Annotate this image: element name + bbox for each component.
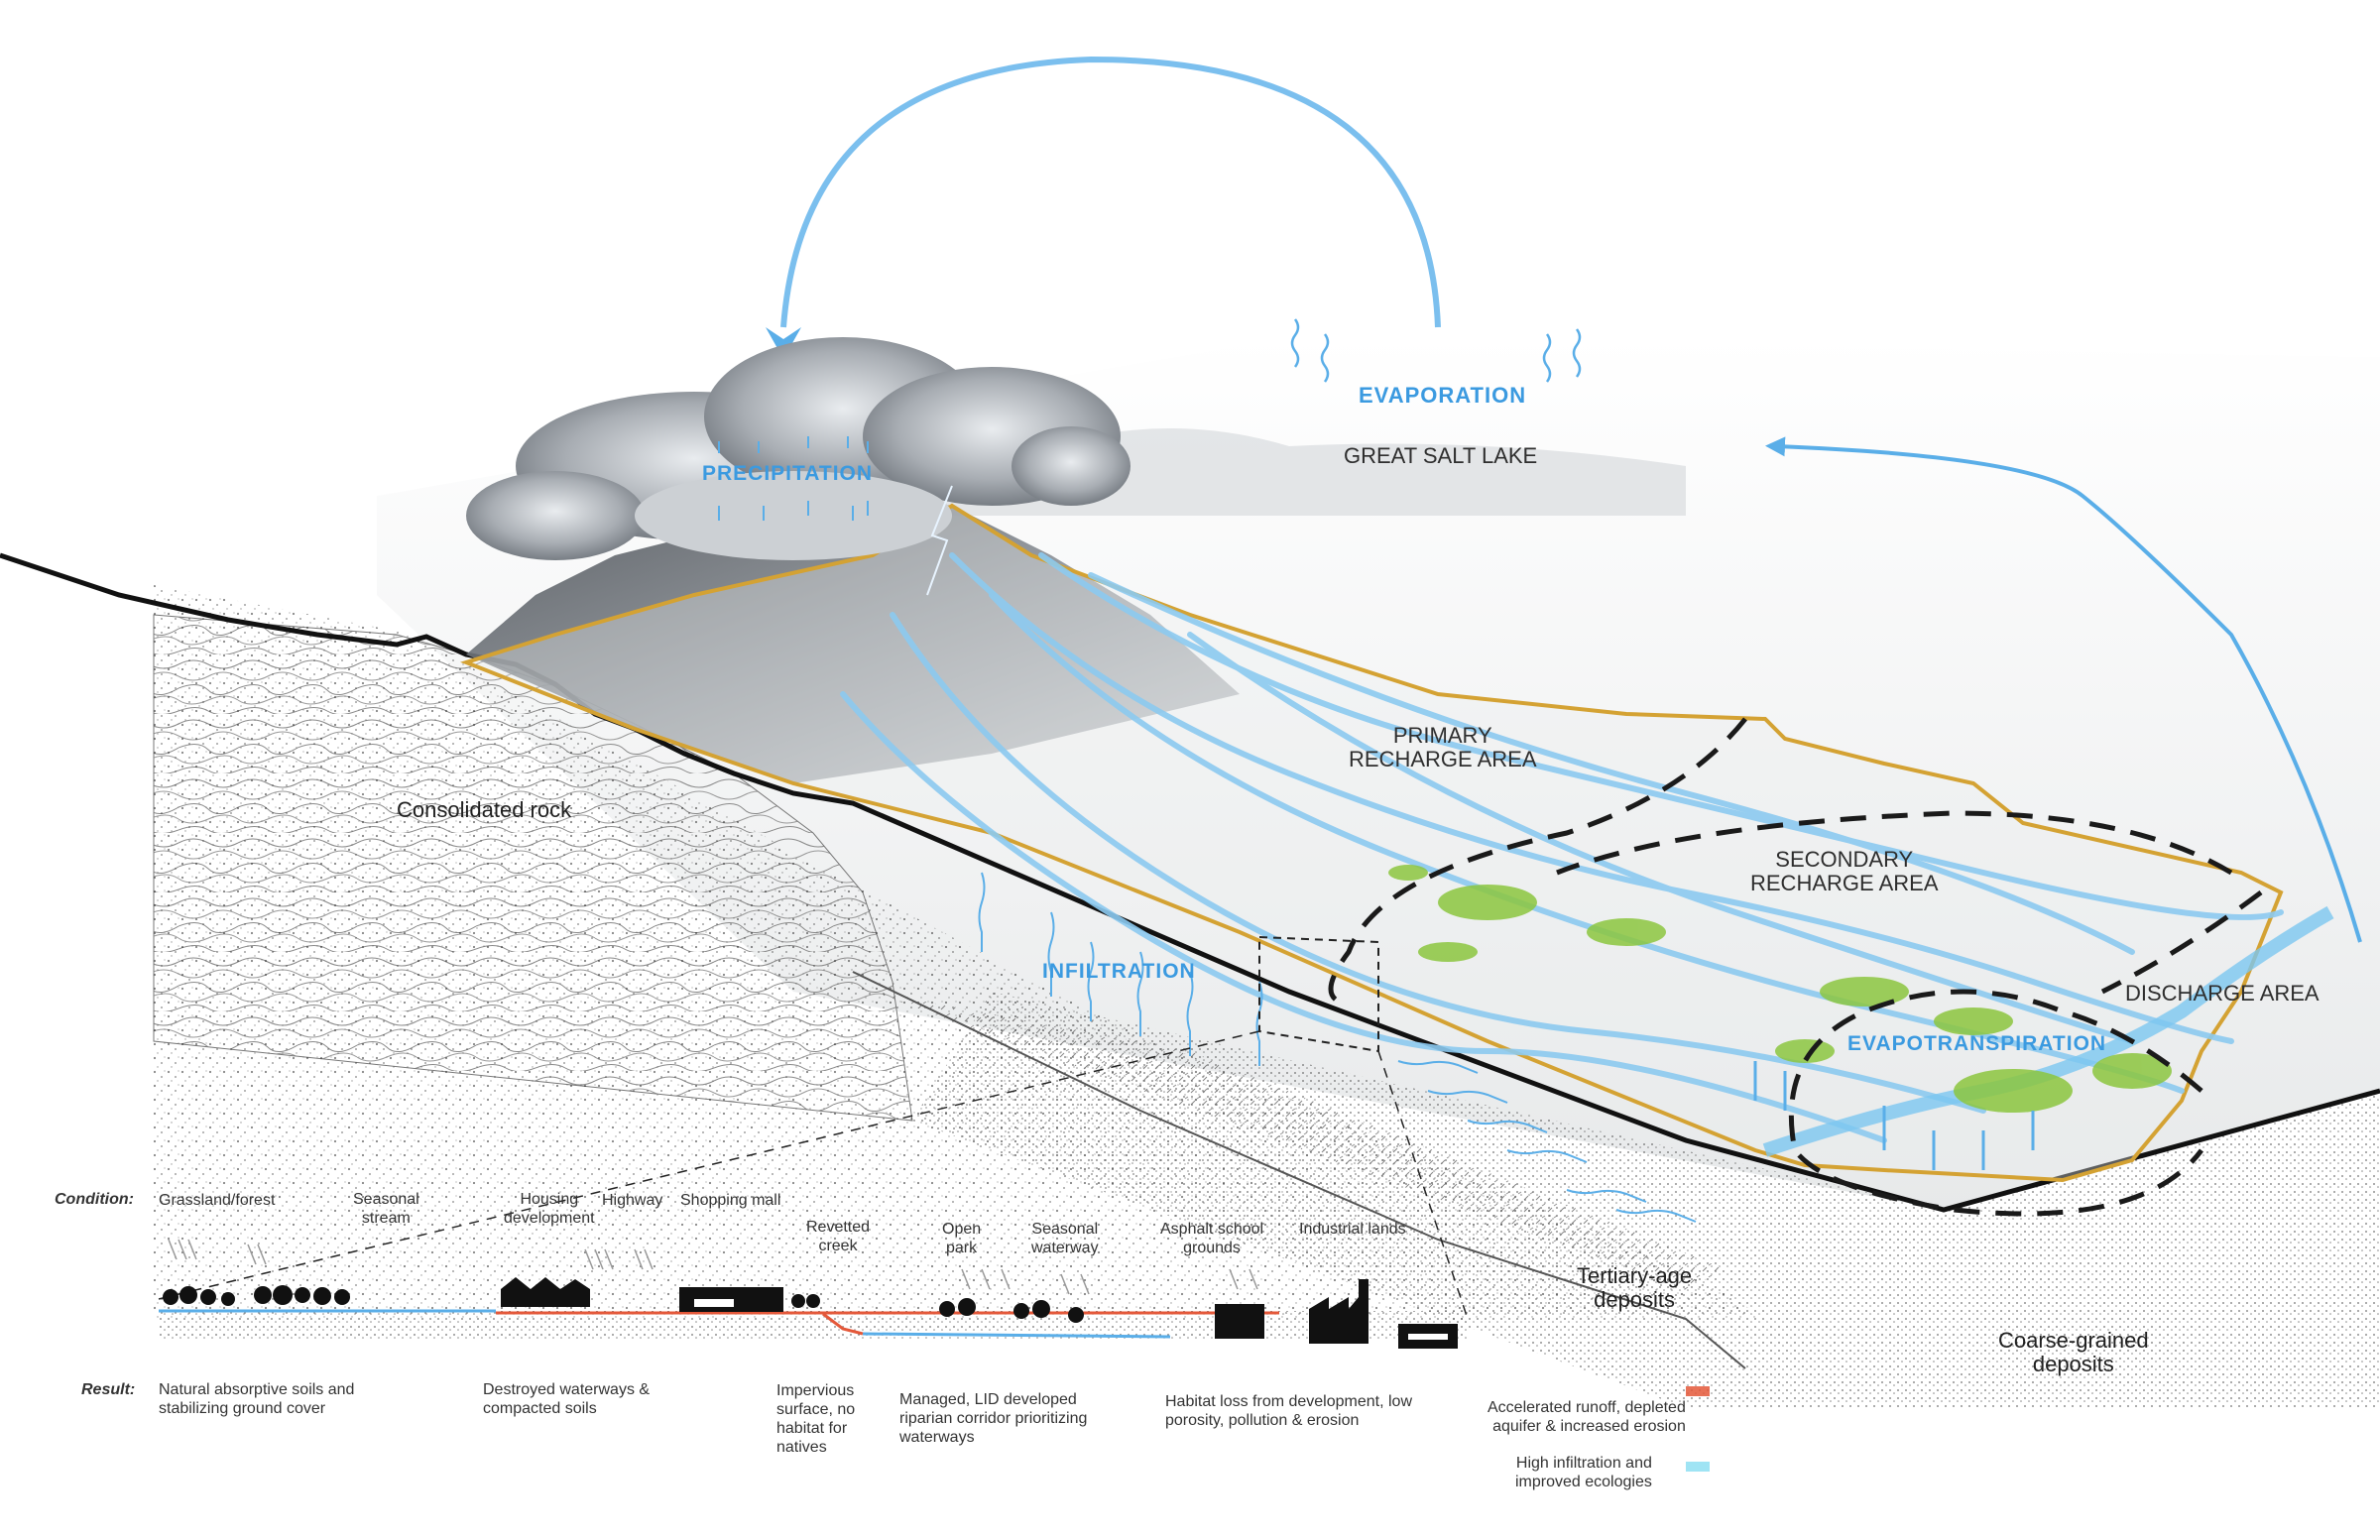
housing-line-2: development [504, 1210, 595, 1227]
project-boundary [459, 503, 2284, 1183]
primary-recharge-line-1: PRIMARY [1392, 723, 1492, 748]
legend-infiltration: High infiltration and improved ecologies [1515, 1454, 1652, 1491]
rain-streaks [718, 436, 869, 521]
runoff-line-1: Accelerated runoff, depleted [1488, 1399, 1686, 1416]
lightning-bolt [926, 485, 953, 596]
managed-line-3: waterways [899, 1429, 975, 1446]
evapotranspiration-arrows [1753, 1061, 2035, 1170]
infiltration-legend-line-1: High infiltration and [1515, 1455, 1652, 1472]
destroyed-line-2: compacted soils [483, 1400, 597, 1417]
managed-line-2: riparian corridor prioritizing [899, 1410, 1088, 1427]
impervious-line-1: Impervious [776, 1382, 855, 1399]
revetted-line-1: Revetted [806, 1219, 871, 1236]
open-park-line-2: park [946, 1240, 978, 1256]
condition-seasonal-waterway: Seasonal waterway [1031, 1220, 1099, 1257]
section-blue-line-2 [862, 1332, 1171, 1339]
coarse-line-1: Coarse-grained [1998, 1328, 2149, 1353]
section-soil [159, 1311, 1468, 1341]
asphalt-line-1: Asphalt school [1160, 1221, 1264, 1238]
primary-recharge-label: PRIMARY RECHARGE AREA [1349, 724, 1537, 771]
precipitation-label: PRECIPITATION [702, 462, 874, 485]
tertiary-deposits-label: Tertiary-age deposits [1577, 1264, 1692, 1312]
impervious-line-4: natives [776, 1439, 827, 1456]
habitat-line-1: Habitat loss from development, low [1165, 1393, 1412, 1410]
result-impervious: Impervious surface, no habitat for nativ… [776, 1381, 855, 1457]
section-mall-window [694, 1299, 734, 1307]
condition-industrial: Industrial lands [1299, 1221, 1406, 1238]
open-park-line-1: Open [942, 1221, 982, 1238]
result-heading: Result: [81, 1381, 136, 1398]
groundwater-return-arrow [1765, 436, 2362, 943]
storm-cloud [466, 337, 1130, 560]
condition-highway: Highway [602, 1192, 663, 1209]
infiltration-label: INFILTRATION [1042, 960, 1196, 983]
secondary-recharge-label: SECONDARY RECHARGE AREA [1750, 848, 1939, 895]
deep-boundary-line [852, 971, 1746, 1369]
hatched-band [873, 992, 1726, 1289]
housing-line-1: Housing [520, 1191, 579, 1208]
condition-shopping-mall: Shopping mall [680, 1192, 781, 1209]
result-habitat-loss: Habitat loss from development, low poros… [1165, 1392, 1412, 1430]
impervious-line-2: surface, no [776, 1401, 856, 1418]
section-revetted-creek [822, 1312, 864, 1336]
natural-line-2: stabilizing ground cover [159, 1400, 326, 1417]
seasonal-waterway-line-2: waterway [1031, 1240, 1099, 1256]
seasonal-stream-line-2: stream [361, 1210, 411, 1227]
impervious-line-3: habitat for [776, 1420, 848, 1437]
tertiary-line-2: deposits [1594, 1287, 1676, 1312]
evapotranspiration-label: EVAPOTRANSPIRATION [1847, 1032, 2107, 1055]
evaporation-arc [780, 56, 1441, 328]
discharge-area-label: DISCHARGE AREA [2125, 981, 2320, 1006]
seasonal-waterway-line-1: Seasonal [1031, 1221, 1099, 1238]
condition-open-park: Open park [942, 1220, 981, 1257]
zone-boundaries [1328, 717, 2263, 1217]
primary-recharge-line-2: RECHARGE AREA [1349, 747, 1537, 771]
inset-callout-line-right [1377, 1050, 1469, 1320]
seasonal-stream-line-1: Seasonal [353, 1191, 419, 1208]
condition-asphalt-school: Asphalt school grounds [1160, 1220, 1263, 1257]
legend-infiltration-swatch [1686, 1462, 1710, 1472]
revetted-line-2: creek [818, 1238, 858, 1254]
legend-runoff: Accelerated runoff, depleted aquifer & i… [1488, 1398, 1686, 1436]
great-salt-lake-label: GREAT SALT LAKE [1344, 443, 1538, 468]
result-managed: Managed, LID developed riparian corridor… [899, 1390, 1087, 1447]
main-river [1762, 905, 2334, 1157]
section-trees [163, 1285, 1084, 1323]
managed-line-1: Managed, LID developed [899, 1391, 1077, 1408]
section-houses [501, 1277, 590, 1307]
result-destroyed: Destroyed waterways & compacted soils [483, 1380, 650, 1418]
tertiary-line-1: Tertiary-age [1577, 1263, 1693, 1288]
condition-housing: Housing development [504, 1190, 595, 1228]
precipitation-arrowhead [766, 327, 801, 359]
result-natural: Natural absorptive soils and stabilizing… [159, 1380, 354, 1418]
infiltration-legend-line-2: improved ecologies [1515, 1474, 1652, 1490]
condition-grassland: Grassland/forest [159, 1192, 276, 1209]
mountain-range [466, 496, 1240, 783]
section-school [1215, 1304, 1264, 1339]
evaporation-squiggles [1290, 318, 1582, 383]
coarse-line-2: deposits [2032, 1352, 2114, 1376]
condition-revetted-creek: Revetted creek [806, 1218, 870, 1255]
condition-seasonal-stream: Seasonal stream [353, 1190, 419, 1228]
secondary-recharge-line-2: RECHARGE AREA [1750, 871, 1939, 895]
natural-line-1: Natural absorptive soils and [159, 1381, 355, 1398]
consolidated-rock-label: Consolidated rock [397, 797, 572, 822]
section-rain [168, 1239, 1258, 1295]
runoff-line-2: aquifer & increased erosion [1492, 1418, 1686, 1435]
evaporation-label: EVAPORATION [1359, 383, 1527, 408]
asphalt-line-2: grounds [1183, 1240, 1241, 1256]
secondary-recharge-line-1: SECONDARY [1775, 847, 1914, 872]
destroyed-line-1: Destroyed waterways & [483, 1381, 651, 1398]
habitat-line-2: porosity, pollution & erosion [1165, 1412, 1360, 1429]
section-factory [1309, 1279, 1368, 1344]
legend-runoff-swatch [1686, 1386, 1710, 1396]
infiltration-arrows [978, 872, 1697, 1223]
green-spaces [1388, 865, 2172, 1113]
condition-heading: Condition: [55, 1191, 134, 1208]
section-shed-window [1408, 1334, 1448, 1340]
coarse-deposits-label: Coarse-grained deposits [1998, 1329, 2149, 1376]
river-network [840, 552, 2284, 1143]
